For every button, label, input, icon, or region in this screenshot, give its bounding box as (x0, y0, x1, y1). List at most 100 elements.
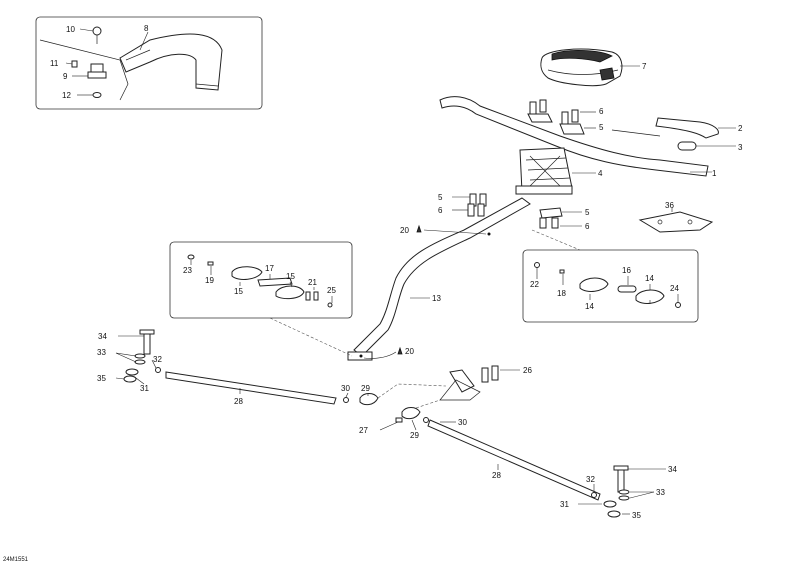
nut-part-11 (71, 60, 78, 68)
bolt-part-26-a (481, 367, 489, 383)
handlebar-group: 1 (439, 96, 717, 178)
callout-28-upper: 28 (234, 397, 243, 406)
inset-detail-top-left: 10 8 11 9 12 (35, 16, 263, 110)
washer-part-12 (92, 92, 102, 98)
clip-base (87, 71, 107, 79)
bolt-part-34-right (617, 469, 625, 493)
callout-30-upper: 30 (341, 384, 350, 393)
callout-15-a: 15 (234, 287, 243, 296)
tie-rod-left-group: 34 33 32 31 35 28 (97, 329, 337, 406)
callout-12: 12 (62, 91, 71, 100)
grip-part-2 (655, 117, 719, 139)
callout-6-top: 6 (599, 107, 604, 116)
riser-base (515, 185, 573, 195)
callout-33-left: 33 (97, 348, 106, 357)
callout-24: 24 (670, 284, 679, 293)
bolt-a (529, 101, 537, 115)
bolt-h (477, 203, 485, 217)
callout-29-upper: 29 (361, 384, 370, 393)
callout-25: 25 (327, 286, 336, 295)
inset-frame (35, 16, 263, 110)
bracket-group: 36 (638, 201, 714, 233)
callout-35-left: 35 (97, 374, 106, 383)
cover-edges (125, 49, 219, 87)
nut-part-35-right (607, 510, 621, 518)
riser-lower-hardware: 5 6 5 6 (438, 193, 590, 231)
throttle-cable (611, 129, 661, 137)
callout-35-right: 35 (632, 511, 641, 520)
callout-30-lower: 30 (458, 418, 467, 427)
callout-4: 4 (598, 169, 603, 178)
tie-rod-part-28-upper (165, 371, 337, 405)
pin-part-16 (617, 285, 637, 293)
washer-part-32-left (155, 367, 161, 373)
spacer-part-17 (257, 277, 293, 287)
bolt-part-34-left (143, 331, 151, 355)
bracket-part-36 (638, 211, 714, 233)
callout-28-lower: 28 (492, 471, 501, 480)
callout-36: 36 (665, 201, 674, 210)
riser-group: 4 (515, 147, 603, 195)
washer-part-32-right (591, 492, 597, 498)
ball-joint-part-31-right (603, 500, 617, 508)
lower-clamp (539, 207, 563, 219)
bolt-g (467, 203, 475, 217)
grips-group: 2 3 (611, 117, 743, 152)
riser-top-hardware: 6 5 (527, 99, 604, 135)
loctite-symbol-lower (397, 346, 403, 355)
pad-badge (599, 67, 615, 81)
callout-6-left: 6 (438, 206, 443, 215)
callout-7: 7 (642, 62, 647, 71)
callout-9: 9 (63, 72, 68, 81)
callout-14-a: 14 (585, 302, 594, 311)
handlebar-part-1 (439, 96, 709, 177)
bolt-part-26-b (491, 365, 499, 381)
inset-detail-right: 22 18 14 16 14 24 (522, 249, 699, 323)
bolt-c (561, 111, 569, 125)
bolt-d (571, 109, 579, 123)
bushing-part-15b (275, 285, 305, 300)
pad-top (551, 50, 613, 63)
clamp-top-2 (559, 123, 585, 135)
callout-14-b: 14 (645, 274, 654, 283)
steering-arm (449, 369, 475, 393)
tie-rod-right-group: 28 34 33 32 31 35 (427, 419, 677, 520)
callout-34-right: 34 (668, 465, 677, 474)
nut-part-35-left (123, 375, 137, 383)
bushing-part-29-lower (401, 407, 421, 420)
inset-detail-left: 23 19 15 17 15 21 25 (169, 241, 353, 319)
callout-20-lower: 20 (405, 347, 414, 356)
inset-frame (169, 241, 353, 319)
callout-2: 2 (738, 124, 743, 133)
ball-joint-part-31-left (125, 368, 139, 376)
bushing-part-29-upper (359, 393, 379, 406)
center-linkage-group: 26 30 29 27 29 30 (341, 365, 532, 440)
callout-31-left: 31 (140, 384, 149, 393)
callout-26: 26 (523, 366, 532, 375)
callout-34-left: 34 (98, 332, 107, 341)
callout-32-right: 32 (586, 475, 595, 484)
callout-11: 11 (50, 59, 59, 68)
callout-29-lower: 29 (410, 431, 419, 440)
callout-16: 16 (622, 266, 631, 275)
riser-cross (529, 155, 561, 187)
bolt-b (539, 99, 547, 113)
callout-20-upper: 20 (400, 226, 409, 235)
bushing-part-15a (231, 266, 263, 280)
screw-head-part-10 (92, 26, 102, 36)
callout-1: 1 (712, 169, 717, 178)
grip-part-3 (677, 141, 697, 151)
callout-3: 3 (738, 143, 743, 152)
callout-27: 27 (359, 426, 368, 435)
drawing-code: 24M1551 (3, 557, 29, 563)
callout-5-top: 5 (599, 123, 604, 132)
tie-rod-part-28-lower (427, 419, 601, 501)
loctite-symbol-upper (416, 224, 422, 233)
callout-10: 10 (66, 25, 75, 34)
frame-outline (39, 39, 129, 101)
inset-frame (522, 249, 699, 323)
callout-31-right: 31 (560, 500, 569, 509)
steering-column-part-13 (353, 197, 531, 357)
callout-19: 19 (205, 276, 214, 285)
